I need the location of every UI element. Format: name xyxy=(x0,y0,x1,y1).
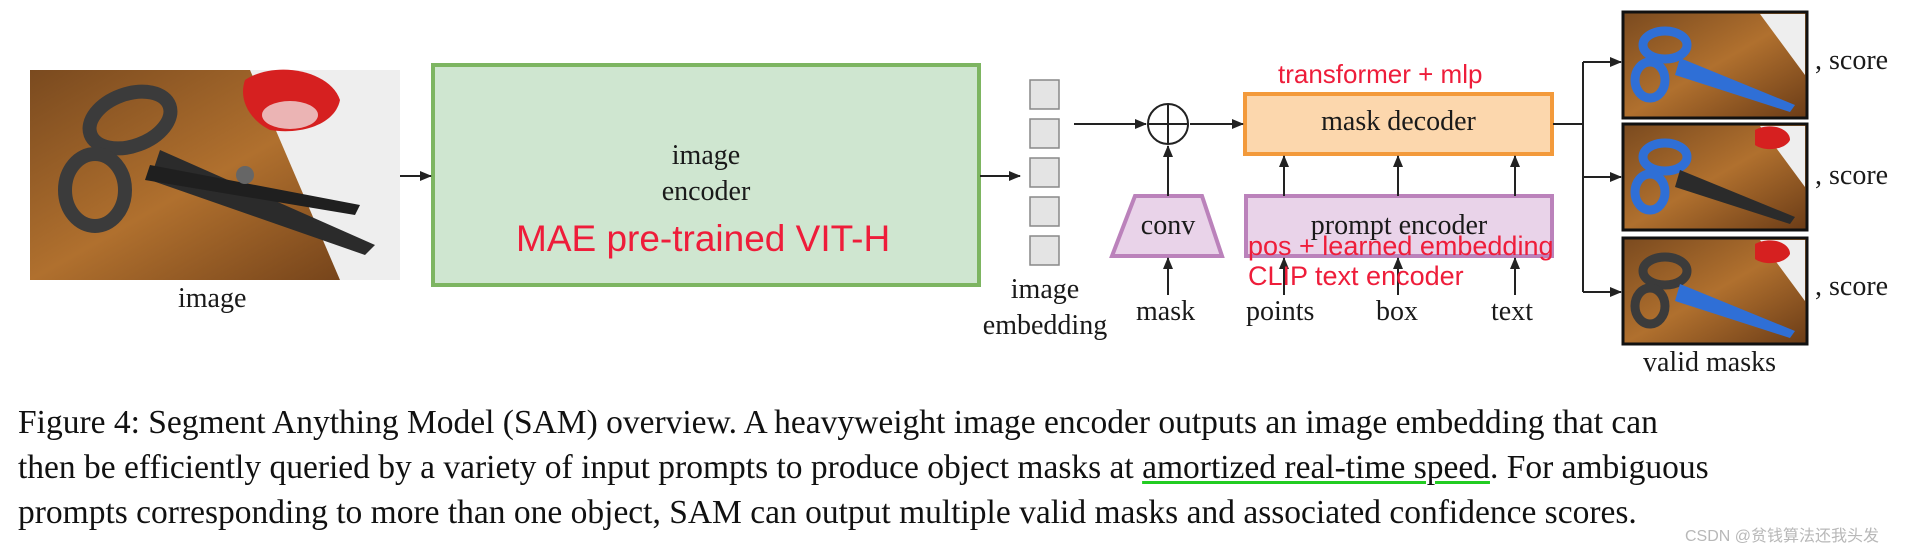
flow-arrows xyxy=(400,57,1622,297)
points-label: points xyxy=(1246,296,1315,327)
score-label-3: , score xyxy=(1815,271,1889,302)
input-image-label: image xyxy=(178,283,247,314)
prompt-annotation-line1: pos + learned embedding xyxy=(1248,231,1554,261)
valid-mask-1 xyxy=(1621,10,1809,120)
image-embedding-label: image embedding xyxy=(982,274,1108,341)
figure-caption: Figure 4: Segment Anything Model (SAM) o… xyxy=(18,400,1923,535)
prompt-encoder-box xyxy=(1244,194,1554,258)
valid-masks-label: valid masks xyxy=(1643,347,1776,378)
score-label-1: , score xyxy=(1815,45,1889,76)
caption-line-3: prompts corresponding to more than one o… xyxy=(18,494,1637,531)
mask-decoder-label: mask decoder xyxy=(1321,106,1476,137)
valid-mask-2 xyxy=(1621,122,1809,232)
mask-decoder-box xyxy=(1243,92,1554,156)
conv-block xyxy=(1109,194,1225,258)
prompt-encoder-label: prompt encoder xyxy=(1310,210,1488,241)
decoder-annotation: transformer + mlp xyxy=(1278,59,1483,89)
image-encoder-box xyxy=(431,63,981,287)
caption-line-1: Figure 4: Segment Anything Model (SAM) o… xyxy=(18,404,1658,441)
box-label: box xyxy=(1376,296,1418,327)
caption-line-2: then be efficiently queried by a variety… xyxy=(18,449,1709,486)
sum-node xyxy=(1147,103,1189,145)
scissors-icon xyxy=(58,84,375,255)
underlined-phrase: amortized real-time speed xyxy=(1142,449,1490,486)
image-encoder-label: image encoder xyxy=(661,140,751,207)
watermark: CSDN @贫钱算法还我头发 xyxy=(1685,528,1880,545)
score-label-2: , score xyxy=(1815,160,1889,191)
valid-mask-3 xyxy=(1621,236,1809,346)
text-label: text xyxy=(1491,296,1533,327)
encoder-annotation: MAE pre-trained VIT-H xyxy=(516,218,891,259)
image-embedding-stack xyxy=(1029,79,1060,266)
conv-label: conv xyxy=(1140,210,1196,241)
input-image xyxy=(30,69,400,280)
mask-input-label: mask xyxy=(1136,296,1196,327)
prompt-annotation-line2: CLIP text encoder xyxy=(1248,261,1464,291)
